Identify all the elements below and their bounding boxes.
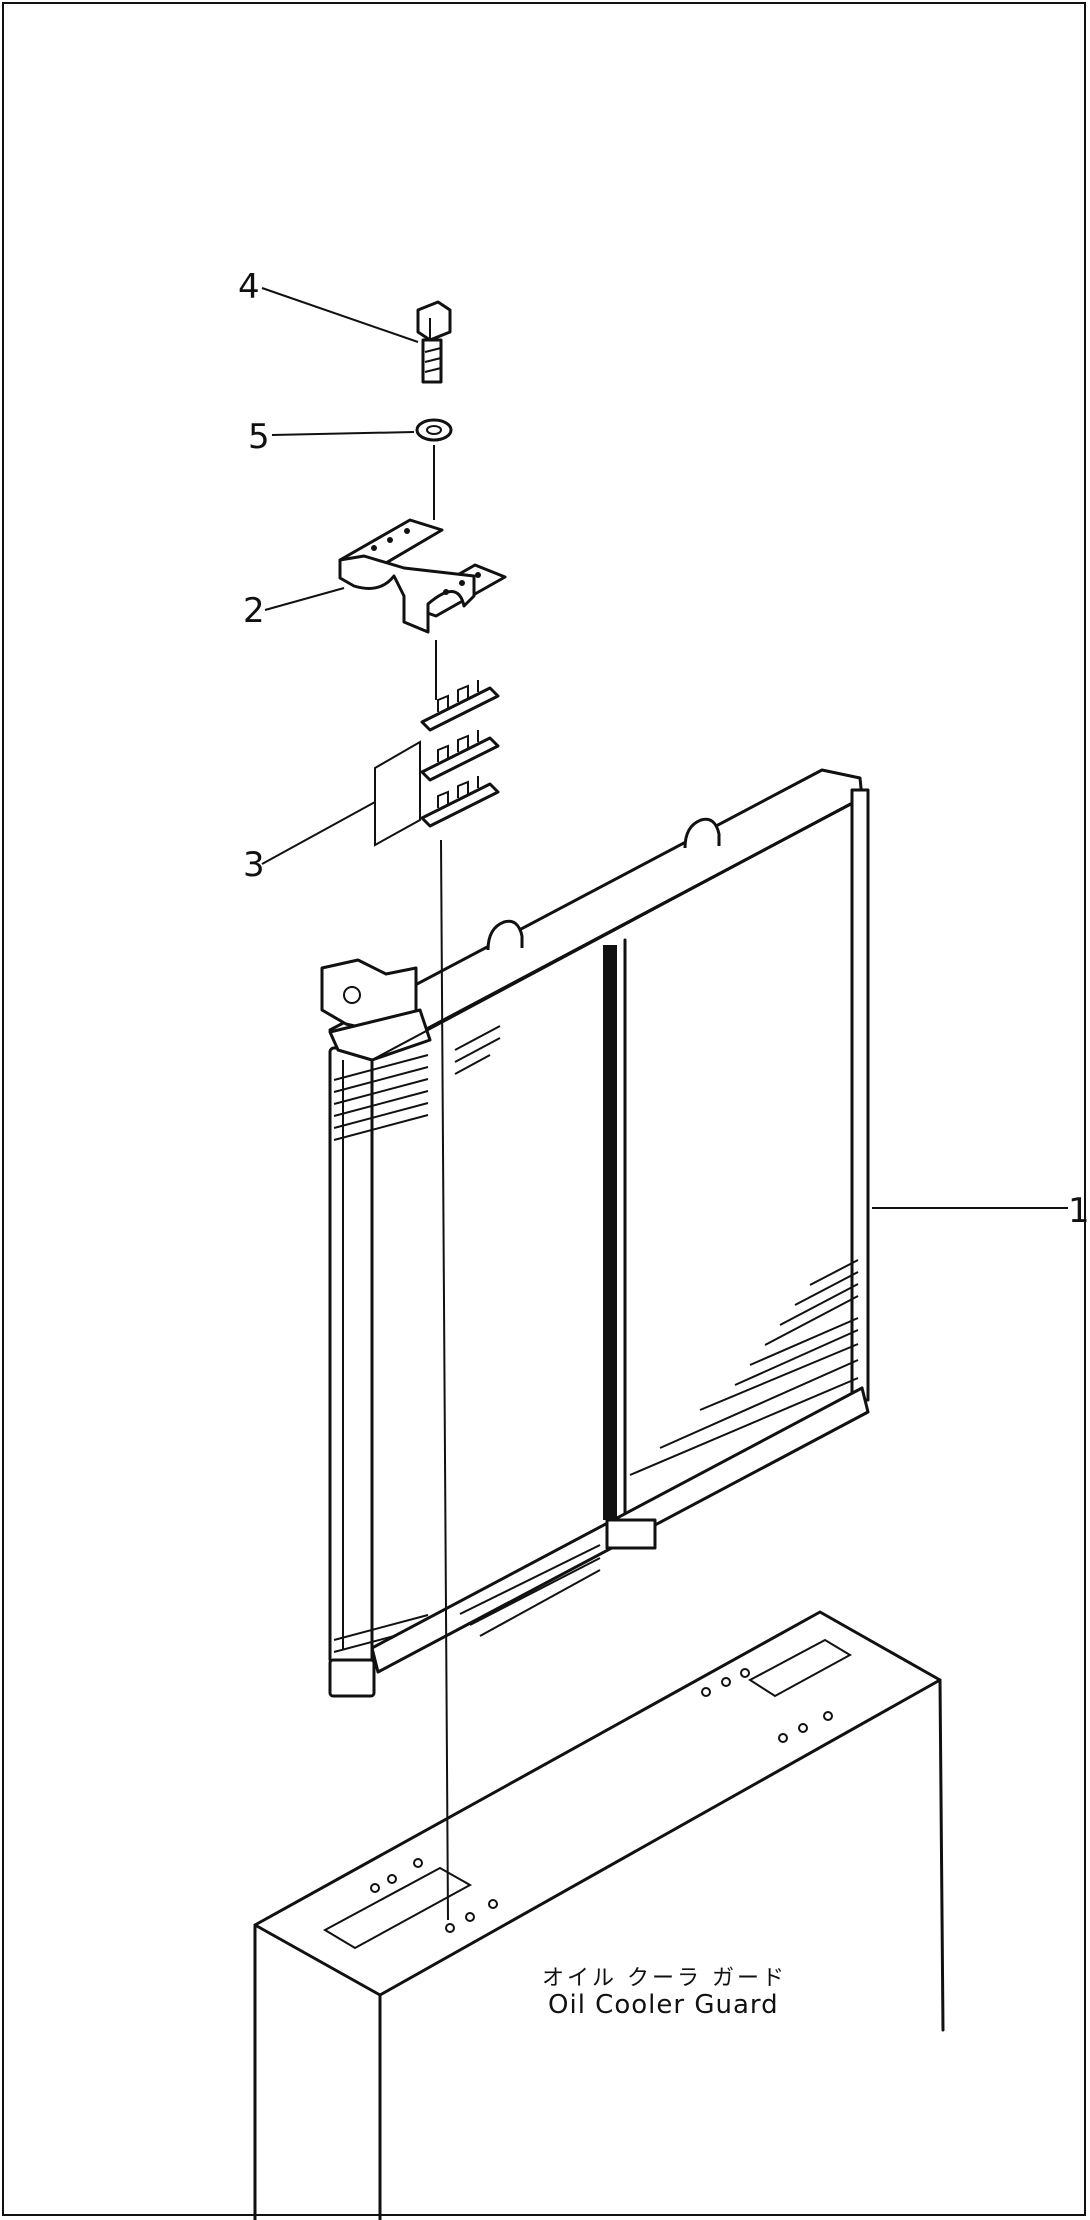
washer: [415, 418, 453, 442]
callout-1: 1: [1068, 1191, 1090, 1231]
leader-lines: [261, 287, 1068, 1209]
callout-5: 5: [248, 417, 270, 457]
callout-2: 2: [243, 591, 265, 631]
caption-english: Oil Cooler Guard: [548, 1990, 779, 2020]
clamp-bracket: [338, 518, 507, 634]
assembly-centerline: [433, 445, 449, 1921]
bolt: [416, 300, 452, 384]
oil-cooler-guard: [253, 1610, 945, 2220]
callout-4: 4: [238, 267, 260, 307]
left-tank-hatching: [333, 1054, 429, 1653]
callout-3: 3: [243, 845, 265, 885]
core-fin-hatching: [454, 1025, 859, 1637]
shim-3: [420, 776, 500, 828]
shim-1: [420, 680, 500, 732]
caption-japanese: オイル クーラ ガード: [542, 1966, 787, 1991]
shim-set: [374, 680, 500, 847]
oil-cooler-core: [320, 768, 870, 1698]
shim-2: [420, 730, 500, 782]
guard-bolt-holes: [370, 1668, 833, 1933]
